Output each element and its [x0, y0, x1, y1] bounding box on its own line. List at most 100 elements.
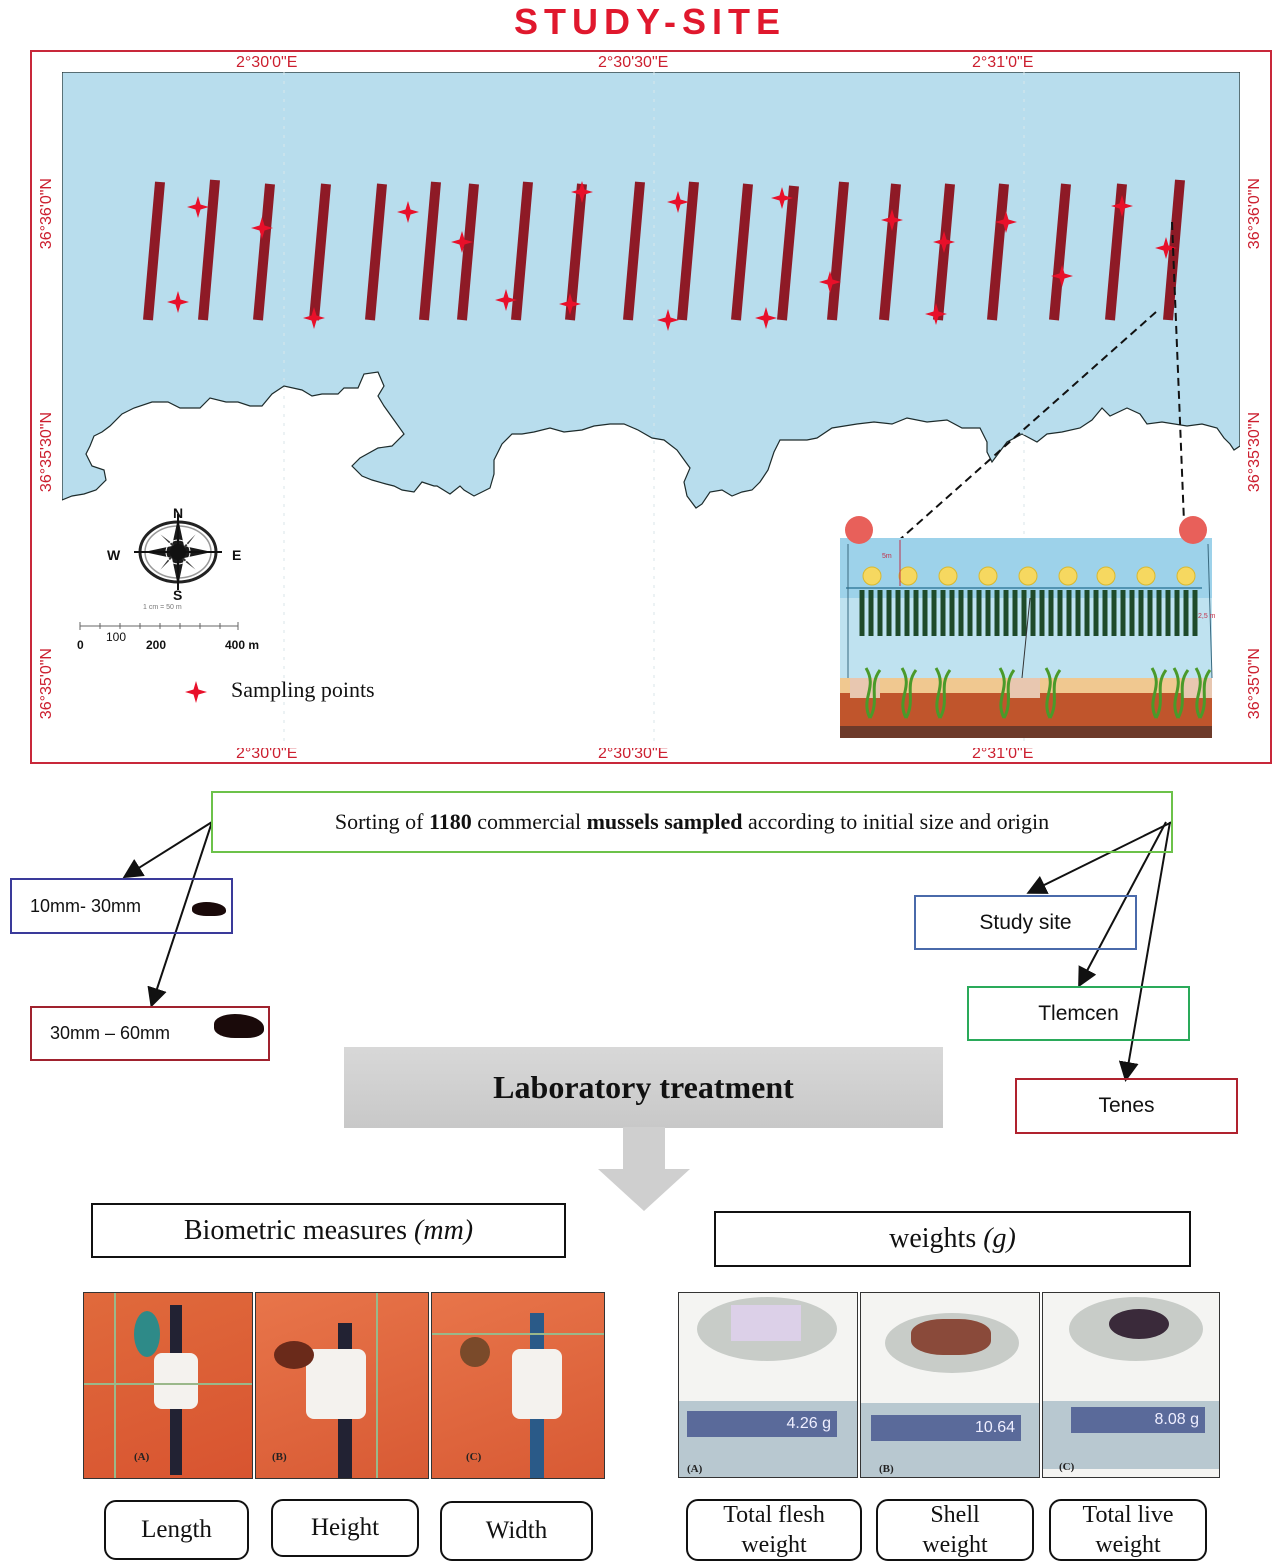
buoy: [862, 566, 882, 586]
measure-label: weight: [922, 1532, 988, 1558]
compass-rose: [134, 514, 222, 590]
buoy: [938, 566, 958, 586]
longline: [677, 181, 699, 321]
longline: [879, 183, 901, 321]
sampling-points: [167, 181, 1177, 331]
sampling-point: [251, 217, 273, 239]
measure-label: Total live: [1082, 1502, 1174, 1528]
down-arrow-icon: [598, 1127, 690, 1211]
lon-label-bottom: 2°31'0"E: [972, 745, 1034, 762]
sampling-point: [667, 191, 689, 213]
sampling-point: [995, 211, 1017, 233]
arrow-to-study-site: [1026, 821, 1173, 894]
biometric-header: Biometric measures (mm): [91, 1203, 566, 1258]
sampling-point: [303, 307, 325, 329]
measure-total-flesh-weight: Total flesh weight: [686, 1499, 862, 1561]
measure-width: Width: [440, 1501, 593, 1561]
photo-flesh-weight: 4.26 g (A): [678, 1292, 858, 1478]
seaweed: [998, 667, 1016, 719]
origin-label: Study site: [979, 910, 1072, 934]
origin-label: Tlemcen: [1038, 1001, 1119, 1025]
photo-label: (B): [272, 1451, 287, 1463]
seaweed: [1044, 667, 1062, 719]
study-site-map: 5m 2,5 m: [62, 72, 1240, 748]
figure-title: STUDY-SITE: [513, 1, 787, 42]
compass-north: N: [173, 505, 184, 521]
sampling-point: [771, 187, 793, 209]
scale-tick: 200: [146, 638, 167, 652]
seaweed: [1150, 667, 1168, 719]
sampling-point: [187, 196, 209, 218]
mussel-icon: [214, 1014, 264, 1038]
photo-live-weight: 8.08 g (C): [1042, 1292, 1220, 1478]
origin-tlemcen: Tlemcen: [967, 986, 1190, 1041]
lab-treatment-title: Laboratory treatment: [493, 1069, 794, 1105]
sampling-point: [657, 309, 679, 331]
buoy: [898, 566, 918, 586]
longline: [419, 181, 441, 321]
sampling-point: [397, 201, 419, 223]
photo-label: (C): [1059, 1461, 1075, 1473]
photo-width-measure: (C): [431, 1292, 605, 1479]
origin-study-site: Study site: [914, 895, 1137, 950]
measure-label: Width: [485, 1517, 548, 1544]
longline: [777, 185, 799, 321]
sampling-point: [571, 181, 593, 203]
lab-treatment-banner: Laboratory treatment: [344, 1047, 943, 1128]
sampling-point: [495, 289, 517, 311]
compass-east: E: [232, 547, 242, 563]
longline: [565, 183, 587, 321]
measure-label: weight: [741, 1532, 807, 1558]
longline: [511, 181, 533, 321]
longline-inset-illustration: 5m 2,5 m: [840, 516, 1216, 738]
longline: [198, 179, 220, 321]
lat-label-left: 36°35'0"N: [38, 648, 55, 720]
sampling-point: [755, 307, 777, 329]
sampling-point: [1155, 237, 1177, 259]
compass-west: W: [107, 547, 121, 563]
photo-shell-weight: 10.64 (B): [860, 1292, 1040, 1478]
longline: [143, 181, 165, 321]
lon-label-top: 2°31'0"E: [972, 54, 1034, 71]
size-class-large: 30mm – 60mm: [30, 1006, 270, 1061]
seaweed: [1194, 667, 1212, 719]
longline: [623, 181, 645, 321]
inset-connector: [1171, 221, 1185, 523]
measure-label: weight: [1095, 1532, 1161, 1558]
arrow-to-tenes: [1118, 821, 1171, 1082]
photo-label: (C): [466, 1451, 482, 1463]
sampling-point: [559, 293, 581, 315]
lat-label-left: 36°36'0"N: [38, 178, 55, 250]
photo-label: (B): [879, 1463, 894, 1475]
longline: [309, 183, 331, 321]
sampling-point: [451, 231, 473, 253]
photo-height-measure: (B): [255, 1292, 429, 1479]
longline: [731, 183, 753, 321]
measure-total-live-weight: Total live weight: [1049, 1499, 1207, 1561]
measure-shell-weight: Shell weight: [876, 1499, 1034, 1561]
lat-label-right: 36°35'0"N: [1246, 648, 1263, 720]
inset-depth-label: 2,5 m: [1198, 613, 1216, 620]
sampling-point: [1051, 265, 1073, 287]
sampling-point: [933, 231, 955, 253]
seaweed: [1172, 667, 1190, 719]
buoy: [1136, 566, 1156, 586]
inset-depth-label: 5m: [882, 553, 892, 560]
lat-label-left: 36°35'30"N: [38, 412, 55, 493]
sampling-point: [819, 271, 841, 293]
lat-label-right: 36°36'0"N: [1246, 178, 1263, 250]
measure-label: Height: [310, 1514, 380, 1541]
sampling-point: [881, 209, 903, 231]
weights-title: weights (g): [889, 1223, 1016, 1254]
seaweed: [934, 667, 952, 719]
scale-reading: 4.26 g: [687, 1411, 837, 1437]
size-class-large-label: 30mm – 60mm: [50, 1023, 171, 1043]
photo-label: (A): [134, 1451, 150, 1463]
longline: [827, 181, 849, 321]
scale-reading: 8.08 g: [1071, 1407, 1205, 1433]
lat-label-right: 36°35'30"N: [1246, 412, 1263, 493]
map-frame: [30, 50, 1272, 764]
measure-length: Length: [104, 1500, 249, 1560]
mussel-longlines: [143, 179, 1185, 321]
lon-label-top: 2°30'30"E: [598, 54, 669, 71]
